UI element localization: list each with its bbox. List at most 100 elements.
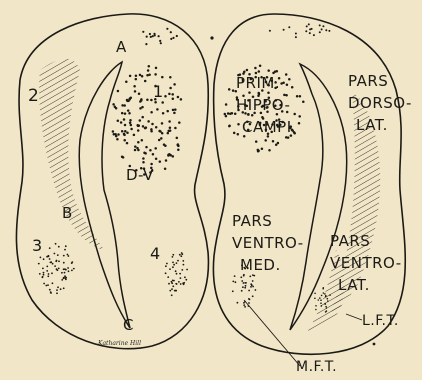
stipple-dot [154,73,157,76]
label-region-1: 1 [153,84,164,100]
stipple-dot [68,255,70,257]
stipple-dot [172,37,174,39]
stipple-dot [295,36,297,38]
stipple-dot [158,35,160,37]
stipple-dot [123,134,126,137]
stipple-dot [49,289,51,291]
stipple-dot [321,295,323,297]
stipple-dot [280,82,283,85]
stipple-dot [320,299,322,301]
stray-dot [210,36,213,39]
stipple-dot [227,112,230,115]
stipple-dot [176,273,178,275]
stipple-dot [254,67,257,70]
stipple-dot [154,147,157,150]
artist-signature: Katharine Hill [98,340,141,347]
stipple-dot [54,265,56,267]
left-ventricle-outline [79,62,130,328]
stipple-dot [42,277,44,279]
stipple-dot [139,119,142,122]
stipple-dot [150,163,153,166]
stipple-dot [152,153,155,156]
stipple-dot [165,272,167,274]
stipple-dot [137,141,140,144]
label-ventrolat-pars: PARS [330,234,370,249]
stipple-dot [122,156,125,159]
stipple-dot [234,275,236,277]
stipple-dot [258,93,261,96]
stipple-dot [277,142,280,145]
stipple-dot [249,299,251,301]
stipple-dot [180,255,182,257]
stipple-dot [164,95,167,98]
stipple-dot [177,260,179,262]
stipple-dot [68,270,70,272]
stipple-dot [298,122,301,125]
stipple-dot [242,286,244,288]
stipple-dot [172,98,175,101]
stipple-dot [137,129,140,132]
stipple-dot [49,258,51,260]
stipple-dot [181,269,183,271]
stray-dot [373,343,376,346]
stipple-dot [171,282,173,284]
stipple-dot [146,74,149,77]
label-ventromed: VENTRO- [232,236,304,251]
stipple-dot [167,276,169,278]
stipple-dot [296,95,299,98]
stipple-dot [113,133,116,136]
stipple-dot [288,78,291,81]
stipple-dot [52,263,54,265]
stipple-dot [160,42,162,44]
label-dorso-pars: PARS [348,74,388,89]
stipple-dot [240,276,242,278]
stipple-dot [52,282,54,284]
stipple-dot [231,112,234,115]
stipple-dot [168,120,171,123]
stipple-dot [237,133,240,136]
stipple-dot [181,253,183,255]
stipple-dot [123,118,126,121]
stipple-dot [167,132,170,135]
stipple-dot [40,257,42,259]
label-ventromed-pars: PARS [232,214,272,229]
stipple-dot [243,302,245,304]
stipple-dot [55,243,57,245]
stipple-dot [61,279,63,281]
stipple-dot [179,273,181,275]
stipple-dot [138,93,141,96]
stipple-dot [56,289,58,291]
stipple-dot [133,134,136,137]
label-prim: PRIM. [236,76,280,91]
stipple-dot [313,34,315,36]
stipple-dot [232,290,234,292]
stipple-dot [167,130,170,133]
stipple-dot [259,64,262,67]
stipple-dot [172,254,174,256]
stipple-dot [248,290,250,292]
stipple-dot [164,168,167,171]
stipple-dot [325,311,327,313]
stipple-dot [56,292,58,294]
stipple-dot [63,287,65,289]
stipple-dot [169,290,171,292]
stipple-dot [139,74,142,77]
stipple-dot [306,25,308,27]
stipple-dot [241,280,243,282]
stipple-dot [325,295,327,297]
stipple-dot [327,298,329,300]
stipple-dot [142,31,144,33]
stipple-dot [50,261,52,263]
stipple-dot [173,83,176,86]
stipple-dot [129,119,132,122]
stipple-dot [170,38,172,40]
stipple-dot [48,255,50,257]
stipple-dot [63,255,65,257]
stipple-dot [140,98,143,101]
stipple-dot [134,149,137,152]
stipple-dot [232,89,235,92]
stipple-dot [163,143,166,146]
stipple-dot [183,282,185,284]
